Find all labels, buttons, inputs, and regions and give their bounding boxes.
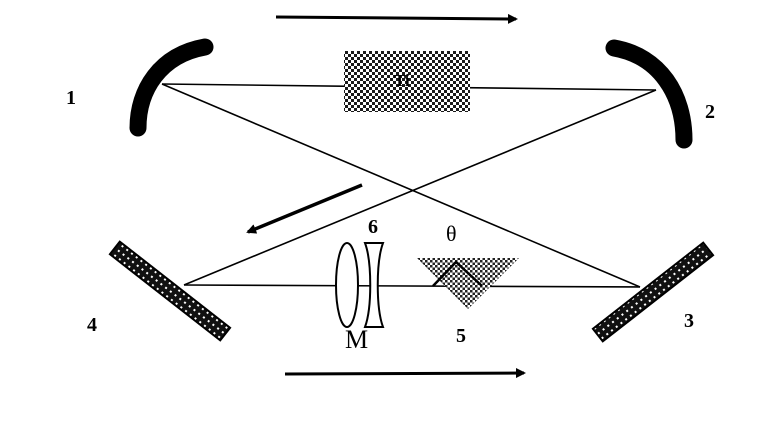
label-element-m: M	[345, 325, 369, 354]
label-lens-6: 6	[368, 216, 378, 238]
direction-arrow-bottom	[284, 368, 526, 379]
label-prism-5: 5	[456, 325, 466, 347]
label-mirror-1: 1	[66, 87, 76, 109]
label-mirror-4: 4	[87, 314, 97, 336]
curved-mirror-2	[605, 39, 693, 149]
element-m	[335, 242, 359, 328]
lens-6	[363, 242, 385, 328]
beam-bottom	[183, 284, 641, 288]
flat-mirror-4	[108, 240, 232, 342]
beam-diagonal-2-to-4	[183, 89, 657, 286]
label-gain-crystal: Ti	[394, 71, 410, 90]
beam-diagonal-1-to-3	[161, 83, 641, 288]
flat-mirror-3	[591, 241, 715, 343]
beam-in-prism	[432, 260, 483, 287]
label-angle-theta: θ	[446, 221, 457, 246]
direction-arrow-top	[275, 13, 518, 24]
gain-crystal	[344, 51, 470, 112]
curved-mirror-1	[129, 38, 214, 137]
label-mirror-3: 3	[684, 310, 694, 332]
prism-5	[417, 258, 519, 309]
direction-arrow-diagonal	[246, 183, 363, 234]
label-mirror-2: 2	[705, 101, 715, 123]
